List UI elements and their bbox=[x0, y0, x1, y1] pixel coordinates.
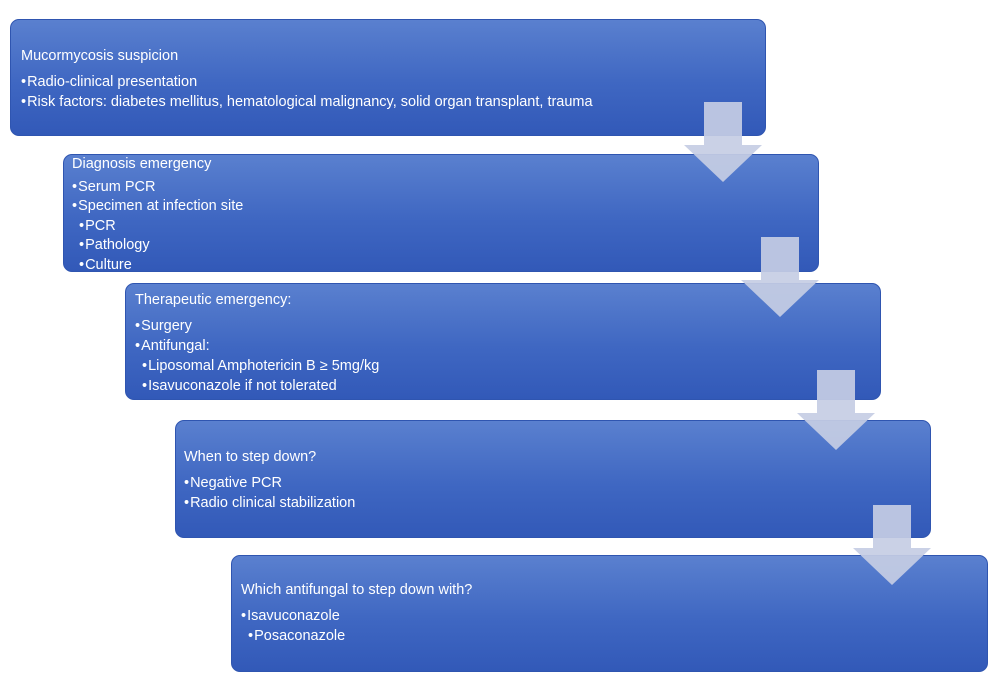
bullet-glyph: • bbox=[241, 608, 247, 624]
list-item-text: Risk factors: diabetes mellitus, hematol… bbox=[27, 94, 593, 110]
list-item: •Radio clinical stabilization bbox=[184, 493, 930, 513]
down-arrow-icon bbox=[853, 505, 931, 585]
bullet-glyph: • bbox=[142, 358, 148, 374]
bullet-glyph: • bbox=[79, 237, 85, 253]
step-item-list: •Radio-clinical presentation •Risk facto… bbox=[21, 72, 765, 112]
list-item: •Surgery bbox=[135, 316, 880, 336]
list-item-text: Culture bbox=[85, 256, 132, 273]
step-item-list: •Surgery •Antifungal: •Liposomal Amphote… bbox=[135, 316, 880, 396]
list-item-text: Liposomal Amphotericin B ≥ 5mg/kg bbox=[148, 358, 380, 374]
sub-list-item: •PCR bbox=[72, 217, 818, 237]
down-arrow-shape bbox=[797, 370, 875, 450]
bullet-glyph: • bbox=[21, 94, 27, 110]
step-item-list: •Serum PCR •Specimen at infection site •… bbox=[72, 178, 818, 276]
list-item-text: Antifungal: bbox=[141, 338, 210, 354]
step-box-diagnosis: Diagnosis emergency •Serum PCR •Specimen… bbox=[63, 154, 819, 273]
step-title: Diagnosis emergency bbox=[72, 156, 212, 172]
list-item: •Negative PCR bbox=[184, 473, 930, 493]
down-arrow-shape bbox=[741, 237, 819, 317]
sub-list-item: •Isavuconazole if not tolerated bbox=[135, 376, 880, 396]
list-item-text: Isavuconazole if not tolerated bbox=[148, 378, 337, 394]
list-item-text: PCR bbox=[85, 217, 116, 234]
sub-list-item: •Pathology bbox=[72, 236, 818, 256]
list-item-text: Specimen at infection site bbox=[78, 198, 244, 214]
bullet-glyph: • bbox=[184, 475, 190, 491]
step-item-list: •Isavuconazole •Posaconazole bbox=[241, 606, 987, 646]
list-item-text: Surgery bbox=[141, 318, 192, 334]
list-item: •Isavuconazole bbox=[241, 606, 987, 626]
bullet-glyph: • bbox=[72, 198, 78, 214]
bullet-glyph: • bbox=[21, 74, 27, 90]
list-item: •Serum PCR bbox=[72, 178, 818, 198]
step-title: Therapeutic emergency: bbox=[135, 292, 292, 308]
list-item-text: Negative PCR bbox=[190, 475, 282, 491]
list-item-text: Radio clinical stabilization bbox=[190, 495, 356, 511]
bullet-glyph: • bbox=[248, 628, 254, 644]
list-item: •Antifungal: bbox=[135, 336, 880, 356]
step-title: Which antifungal to step down with? bbox=[241, 582, 473, 598]
list-item-text: Posaconazole bbox=[254, 628, 346, 644]
list-item: •Risk factors: diabetes mellitus, hemato… bbox=[21, 92, 765, 112]
sub-list-item: •Culture bbox=[72, 256, 818, 276]
list-item: •Radio-clinical presentation bbox=[21, 72, 765, 92]
step-box-therapeutic: Therapeutic emergency: •Surgery •Antifun… bbox=[125, 283, 881, 400]
step-box-suspicion: Mucormycosis suspicion •Radio-clinical p… bbox=[10, 19, 766, 136]
down-arrow-icon bbox=[797, 370, 875, 450]
step-title: Mucormycosis suspicion bbox=[21, 48, 179, 64]
bullet-glyph: • bbox=[135, 318, 141, 334]
list-item-text: Serum PCR bbox=[78, 178, 156, 195]
step-item-list: •Negative PCR •Radio clinical stabilizat… bbox=[184, 473, 930, 513]
bullet-glyph: • bbox=[135, 338, 141, 354]
step-title: When to step down? bbox=[184, 449, 317, 465]
bullet-glyph: • bbox=[142, 378, 148, 394]
down-arrow-shape bbox=[684, 102, 762, 182]
step-box-which-antifungal: Which antifungal to step down with? •Isa… bbox=[231, 555, 988, 672]
step-box-step-down: When to step down? •Negative PCR •Radio … bbox=[175, 420, 931, 538]
list-item-text: Isavuconazole bbox=[247, 608, 340, 624]
down-arrow-shape bbox=[853, 505, 931, 585]
down-arrow-icon bbox=[684, 102, 762, 182]
list-item-text: Radio-clinical presentation bbox=[27, 74, 198, 90]
sub-list-item: •Posaconazole bbox=[241, 626, 987, 646]
down-arrow-icon bbox=[741, 237, 819, 317]
bullet-glyph: • bbox=[72, 178, 78, 195]
list-item: •Specimen at infection site bbox=[72, 197, 818, 217]
bullet-glyph: • bbox=[184, 495, 190, 511]
list-item-text: Pathology bbox=[85, 237, 150, 253]
bullet-glyph: • bbox=[79, 217, 85, 234]
sub-list-item: •Liposomal Amphotericin B ≥ 5mg/kg bbox=[135, 356, 880, 376]
bullet-glyph: • bbox=[79, 256, 85, 273]
